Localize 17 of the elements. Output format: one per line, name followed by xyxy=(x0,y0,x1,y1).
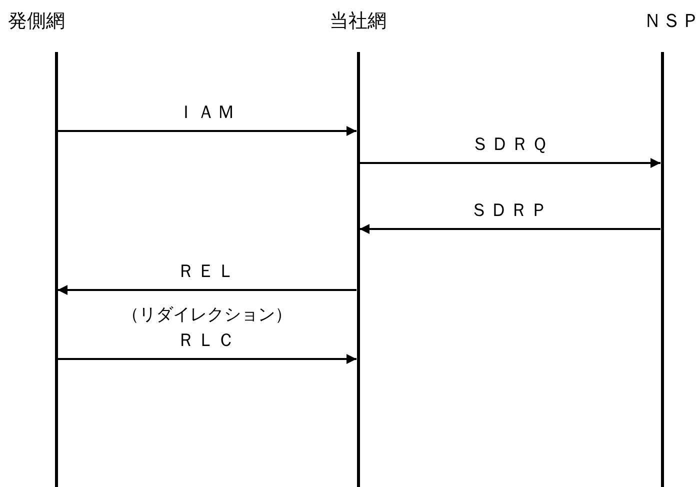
message-arrow xyxy=(360,224,660,234)
message-arrow xyxy=(360,158,660,168)
participant-name: 発側網 xyxy=(8,10,65,34)
lifeline xyxy=(54,52,58,487)
message-arrow xyxy=(58,354,356,364)
message-label: ＳＤＲＱ xyxy=(471,135,549,153)
message-label: ＩＡＭ xyxy=(177,103,237,121)
lifeline xyxy=(660,52,664,487)
message-note: （リダイレクション） xyxy=(122,306,292,323)
message-label: ＲＥＬ xyxy=(177,262,237,280)
message-label: ＲＬＣ xyxy=(177,331,237,349)
message-arrow xyxy=(58,126,356,136)
message-label: ＳＤＲＰ xyxy=(470,201,550,219)
lifeline xyxy=(356,52,360,487)
participant-name: 当社網 xyxy=(330,10,386,34)
participant-name: ＮＳＰ xyxy=(643,10,700,34)
message-arrow xyxy=(58,285,356,295)
